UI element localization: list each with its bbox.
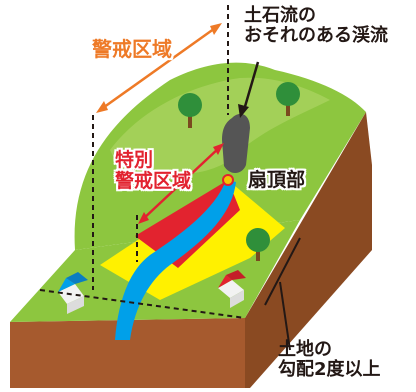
fan-apex-label: 扇頂部 (248, 169, 306, 191)
house-icon (58, 272, 88, 314)
slope-callout-line-1 (264, 237, 301, 306)
hill-highlight (110, 77, 330, 175)
tree-icon (276, 82, 300, 116)
special-warning-zone-label: 特別 警戒区域 (115, 149, 192, 193)
soil-front (10, 318, 245, 388)
ground-dashed-line (39, 289, 246, 319)
river (115, 180, 236, 340)
tree-icon (246, 228, 270, 261)
special-zone-arrow (138, 143, 224, 224)
stream-callout-arrowhead (238, 104, 249, 118)
ravine (222, 113, 250, 174)
house-icon (218, 270, 246, 308)
slope-condition-label: 土地の 勾配2度以上 (278, 339, 381, 381)
warning-zone-label: 警戒区域 (92, 37, 172, 61)
debris-flow-stream-label: 土石流の おそれのある渓流 (244, 5, 388, 47)
slope-callout-line-2 (279, 281, 291, 351)
fan-apex-marker (222, 174, 234, 186)
soil-right-side (245, 112, 372, 388)
stream-callout-line (242, 61, 260, 111)
tree-icon (178, 93, 202, 128)
warning-zone-arrow (96, 23, 222, 113)
